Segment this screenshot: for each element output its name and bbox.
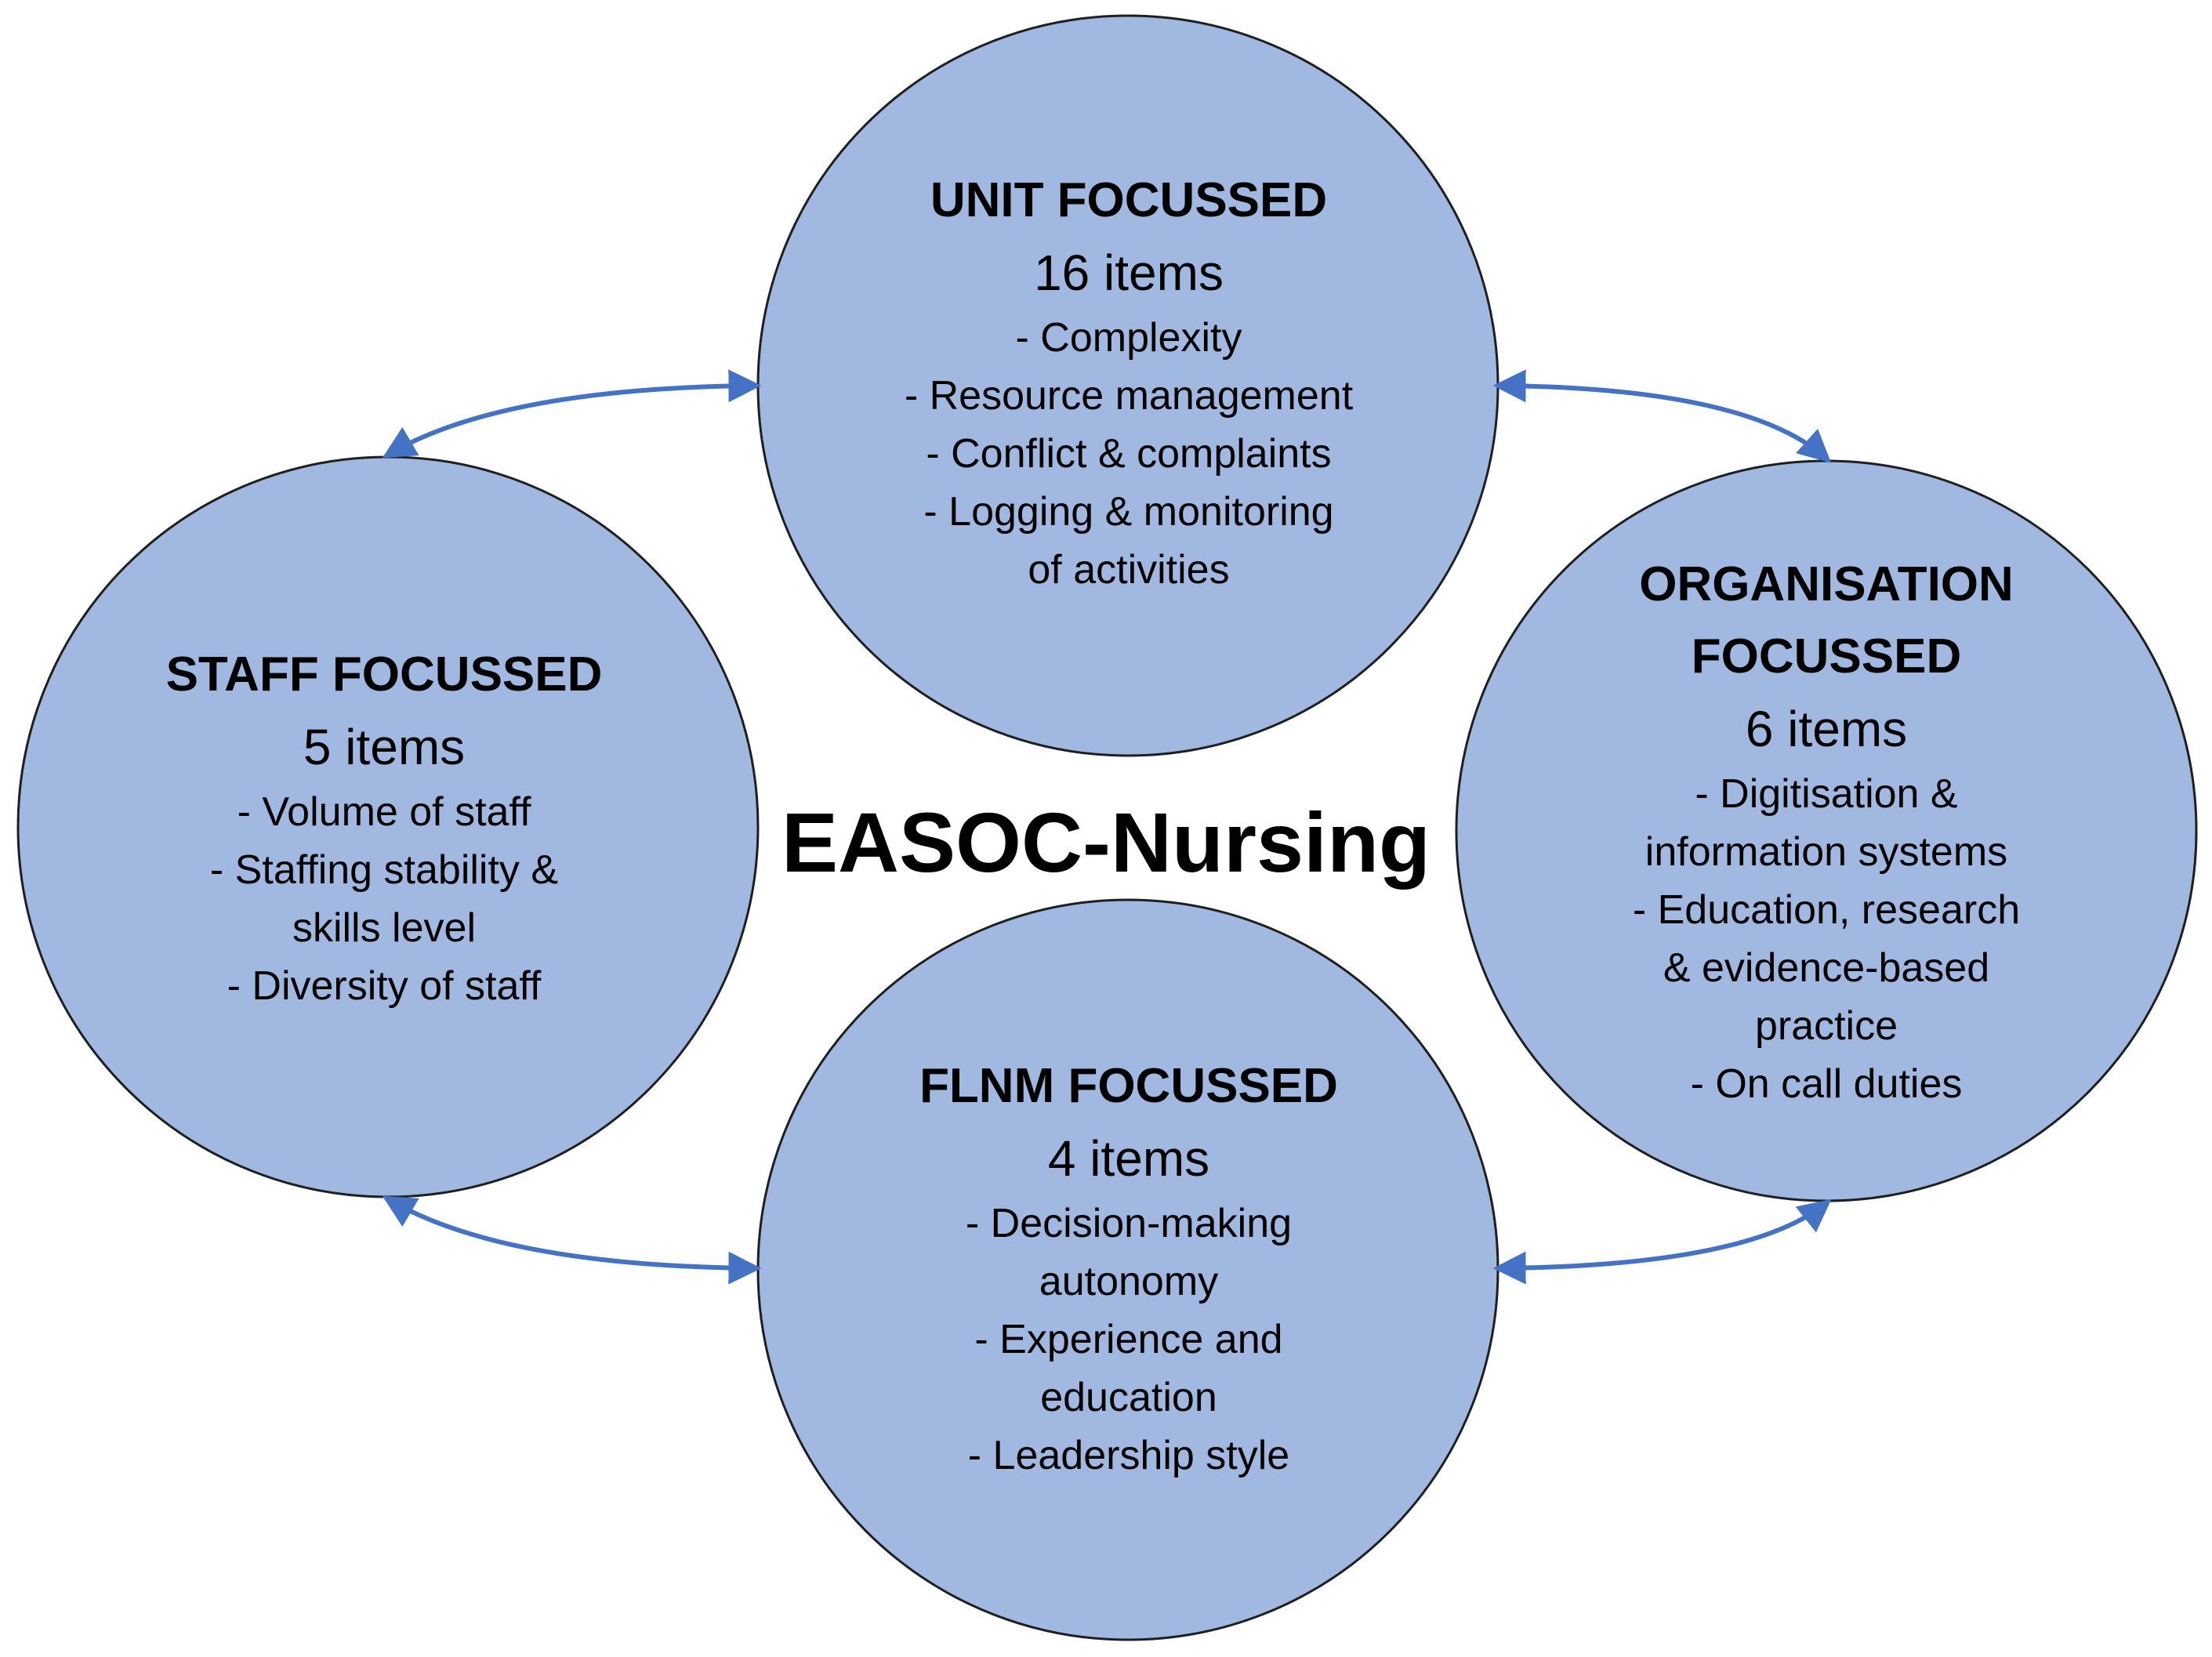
flnm-title: FLNM FOCUSSED <box>919 1059 1338 1113</box>
flnm-item: - Decision-making autonomy <box>965 1201 1293 1304</box>
flnm-item: - Leadership style <box>967 1433 1290 1478</box>
unit-item: - Conflict & complaints <box>926 431 1332 477</box>
staff-item: - Diversity of staff <box>227 963 542 1009</box>
arrow-organisation-flnm <box>1492 1198 1832 1285</box>
unit-item: - Complexity <box>1015 315 1242 361</box>
unit-item: - Resource management <box>904 373 1354 419</box>
unit-item: - Logging & monitoring of activities <box>923 489 1334 593</box>
organisation-item: - Digitisation & information systems <box>1644 771 2008 875</box>
center-title: EASOC-Nursing <box>781 795 1431 890</box>
unit-item-list: - Complexity - Resource management - Con… <box>905 309 1353 599</box>
staff-item-list: - Volume of staff - Staffing stability &… <box>210 783 558 1015</box>
organisation-count: 6 items <box>1745 701 1908 757</box>
organisation-title: ORGANISATION FOCUSSED <box>1639 557 2014 683</box>
unit-count: 16 items <box>1034 245 1224 301</box>
unit-title: UNIT FOCUSSED <box>930 173 1328 227</box>
flnm-focussed-text: FLNM FOCUSSED 4 items - Decision-making … <box>815 1050 1442 1485</box>
unit-focussed-text: UNIT FOCUSSED 16 items - Complexity - Re… <box>815 165 1442 599</box>
arrow-staff-flnm <box>382 1195 762 1285</box>
arrow-staff-unit <box>382 369 762 459</box>
organisation-item-list: - Digitisation & information systems - E… <box>1633 765 2020 1113</box>
flnm-count: 4 items <box>1047 1130 1210 1187</box>
staff-focussed-text: STAFF FOCUSSED 5 items - Volume of staff… <box>118 639 651 1015</box>
staff-item: - Staffing stability & skills level <box>209 847 559 951</box>
flnm-item-list: - Decision-making autonomy - Experience … <box>966 1195 1292 1485</box>
organisation-item: - Education, research & evidence-based p… <box>1632 887 2021 1049</box>
flnm-item: - Experience and education <box>974 1317 1283 1420</box>
staff-item: - Volume of staff <box>237 789 531 835</box>
staff-count: 5 items <box>303 719 466 775</box>
organisation-focussed-text: ORGANISATION FOCUSSED 6 items - Digitisa… <box>1560 549 2093 1113</box>
arrow-unit-organisation <box>1492 369 1832 463</box>
staff-title: STAFF FOCUSSED <box>165 647 603 702</box>
organisation-item: - On call duties <box>1690 1061 1963 1107</box>
